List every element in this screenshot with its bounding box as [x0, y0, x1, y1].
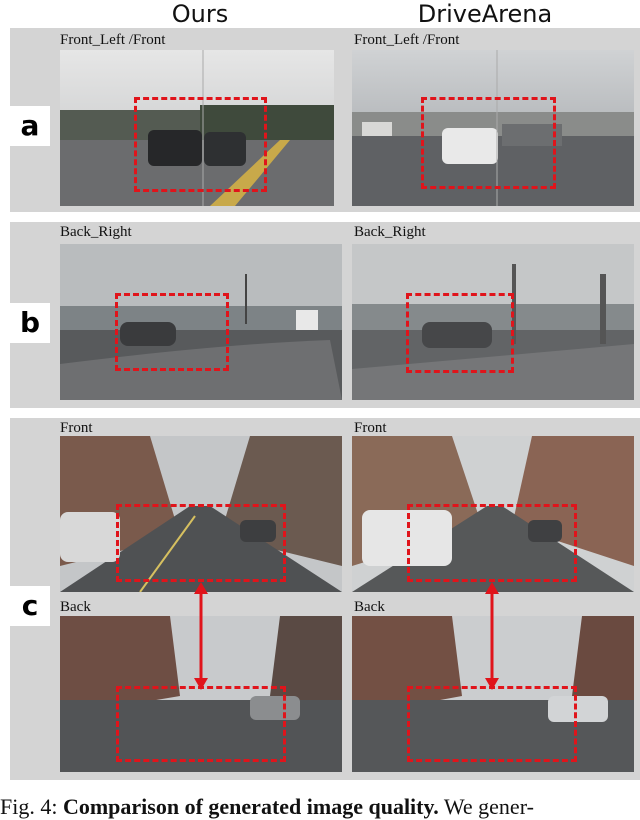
view-label-a-right: Front_Left /Front — [354, 32, 460, 48]
highlight-box-c-back-ours — [116, 686, 286, 762]
view-label-c-back-left: Back — [60, 599, 91, 615]
highlight-box-b-drivearena — [406, 293, 514, 373]
caption-prefix: Fig. 4: — [0, 794, 63, 819]
view-label-a-left: Front_Left /Front — [60, 32, 166, 48]
highlight-box-c-back-drivearena — [407, 686, 577, 762]
view-label-c-front-right: Front — [354, 420, 387, 436]
column-header-drivearena: DriveArena — [417, 0, 553, 28]
double-arrow-drivearena — [485, 582, 499, 690]
highlight-box-a-drivearena — [421, 97, 556, 189]
image-b-drivearena — [352, 244, 634, 400]
image-a-ours — [60, 50, 334, 206]
figure-caption: Fig. 4: Comparison of generated image qu… — [0, 794, 640, 820]
row-label-b: b — [10, 303, 50, 343]
caption-rest: We gener- — [438, 794, 534, 819]
highlight-box-a-ours — [134, 97, 267, 192]
image-c-front-ours — [60, 436, 342, 592]
highlight-box-c-front-drivearena — [407, 504, 577, 582]
row-label-c: c — [10, 586, 50, 626]
image-c-front-drivearena — [352, 436, 634, 592]
view-label-c-back-right: Back — [354, 599, 385, 615]
highlight-box-c-front-ours — [116, 504, 286, 582]
caption-title: Comparison of generated image quality. — [62, 794, 439, 819]
double-arrow-ours — [194, 582, 208, 690]
view-label-b-left: Back_Right — [60, 224, 132, 240]
view-label-b-right: Back_Right — [354, 224, 426, 240]
row-label-a: a — [10, 106, 50, 146]
view-label-c-front-left: Front — [60, 420, 93, 436]
image-a-drivearena — [352, 50, 634, 206]
highlight-box-b-ours — [115, 293, 229, 371]
column-header-ours: Ours — [171, 0, 229, 28]
